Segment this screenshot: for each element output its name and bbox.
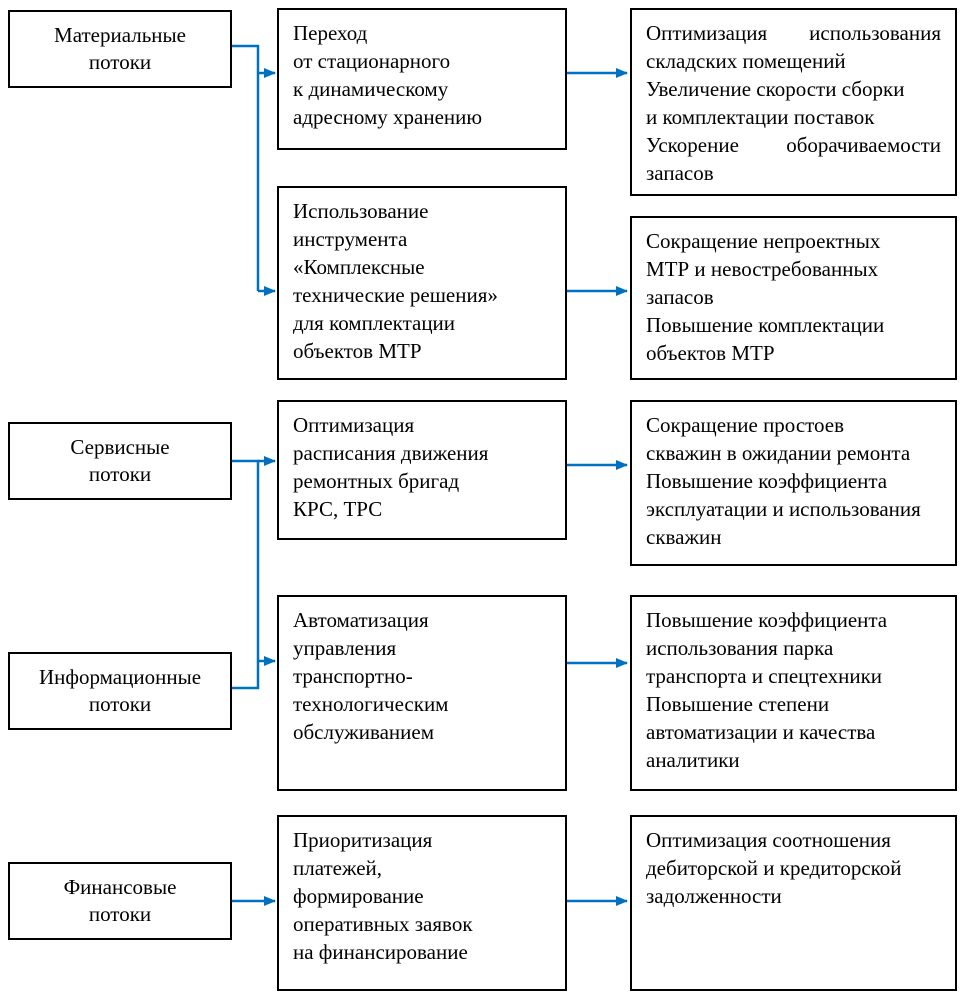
text-line: Сокращение простоев	[646, 413, 845, 437]
flow-box-service: Сервисные потоки	[8, 422, 232, 500]
text-line: от стационарного	[293, 49, 451, 73]
text-line: Оптимизация использования	[646, 21, 941, 45]
text-line: дебиторской и кредиторской	[646, 856, 902, 880]
initiative-box-dynamic-storage: Переход от стационарного к динамическому ад…	[277, 8, 567, 150]
text-line: платежей,	[293, 856, 383, 880]
initiative-box-payment-prioritization: Приоритизация платежей, формирование операт…	[277, 815, 567, 991]
text-line: использования парка	[646, 636, 834, 660]
text-line: Ускорение оборачиваемости	[646, 133, 941, 157]
text-line: Финансовые	[63, 875, 177, 899]
text-line: потоки	[88, 50, 152, 74]
flow-box-financial: Финансовые потоки	[8, 862, 232, 940]
text-line: Переход	[293, 21, 368, 45]
text-line: потоки	[88, 902, 152, 926]
text-line: Материальные	[54, 23, 186, 47]
text-line: МТР и невостребованных	[646, 257, 879, 281]
text-line: Сокращение непроектных	[646, 229, 881, 253]
text-line: для комплектации	[293, 311, 456, 335]
outcome-box-warehouse-optimization: Оптимизация использования складских помещ…	[630, 8, 957, 196]
flow-box-material: Материальные потоки	[8, 10, 232, 88]
outcome-item: Оптимизация использования складских помещ…	[646, 19, 941, 75]
text-line: Использование	[293, 199, 429, 223]
text-line: «Комплексные	[293, 255, 425, 279]
outcome-item: Повышение коэффициента эксплуатации и исп…	[646, 467, 941, 551]
text-line: Оптимизация соотношения	[646, 828, 891, 852]
text-line: управления	[293, 636, 397, 660]
text-line: оперативных заявок	[293, 912, 473, 936]
text-line: инструмента	[293, 227, 408, 251]
text-line: ремонтных бригад	[293, 469, 460, 493]
text-line: технические решения»	[293, 283, 498, 307]
text-line: Увеличение скорости сборки	[646, 77, 905, 101]
text-line: эксплуатации и использования	[646, 497, 921, 521]
text-line: обслуживанием	[293, 720, 435, 744]
outcome-box-well-downtime: Сокращение простоев скважин в ожидании ре…	[630, 400, 957, 566]
outcome-item: Оптимизация соотношения дебиторской и кре…	[646, 826, 941, 910]
text-line: аналитики	[646, 748, 740, 772]
outcome-item: Повышение степени автоматизации и качеств…	[646, 690, 941, 774]
text-line: Приоритизация	[293, 828, 433, 852]
outcome-item: Увеличение скорости сборки и комплектации…	[646, 75, 941, 131]
text-line: Сервисные	[70, 435, 170, 459]
text-line: складских помещений	[646, 49, 846, 73]
initiative-box-repair-crew-scheduling: Оптимизация расписания движения ремонтных …	[277, 400, 567, 540]
text-line: автоматизации и качества	[646, 720, 876, 744]
outcome-box-debt-ratio: Оптимизация соотношения дебиторской и кре…	[630, 815, 957, 991]
text-line: Оптимизация	[293, 413, 415, 437]
text-line: КРС, ТРС	[293, 497, 383, 521]
text-line: Информационные	[38, 665, 202, 689]
text-line: потоки	[88, 462, 152, 486]
outcome-item: Повышение комплектации объектов МТР	[646, 311, 941, 367]
text-line: адресному хранению	[293, 105, 483, 129]
text-line: технологическим	[293, 692, 449, 716]
text-line: запасов	[646, 285, 714, 309]
outcome-box-fleet-utilization: Повышение коэффициента использования парк…	[630, 595, 957, 791]
text-line: потоки	[88, 692, 152, 716]
text-line: транспорта и спецтехники	[646, 664, 883, 688]
outcome-item: Повышение коэффициента использования парк…	[646, 606, 941, 690]
text-line: на финансирование	[293, 940, 468, 964]
text-line: объектов МТР	[646, 341, 775, 365]
text-line: скважин	[646, 525, 722, 549]
text-line: к динамическому	[293, 77, 449, 101]
text-line: формирование	[293, 884, 424, 908]
text-line: объектов МТР	[293, 339, 422, 363]
text-line: запасов	[646, 161, 714, 185]
text-line: и комплектации поставок	[646, 105, 875, 129]
initiative-box-transport-automation: Автоматизация управления транспортно-техно…	[277, 595, 567, 791]
text-line: скважин в ожидании ремонта	[646, 441, 911, 465]
text-line: Повышение коэффициента	[646, 469, 888, 493]
connector-material-spine	[232, 44, 260, 291]
text-line: расписания движения	[293, 441, 489, 465]
initiative-box-complex-technical-solutions: Использование инструмента «Комплексные техн…	[277, 186, 567, 380]
text-line: Автоматизация	[293, 608, 429, 632]
text-line: задолженности	[646, 884, 782, 908]
outcome-item: Сокращение простоев скважин в ожидании ре…	[646, 411, 941, 467]
flow-box-information: Информационные потоки	[8, 652, 232, 730]
text-line: Повышение комплектации	[646, 313, 885, 337]
connector-service-information-spine	[232, 459, 260, 690]
text-line: транспортно-	[293, 664, 413, 688]
text-line: Повышение степени	[646, 692, 830, 716]
text-line: Повышение коэффициента	[646, 608, 888, 632]
outcome-item: Ускорение оборачиваемости запасов	[646, 131, 941, 187]
